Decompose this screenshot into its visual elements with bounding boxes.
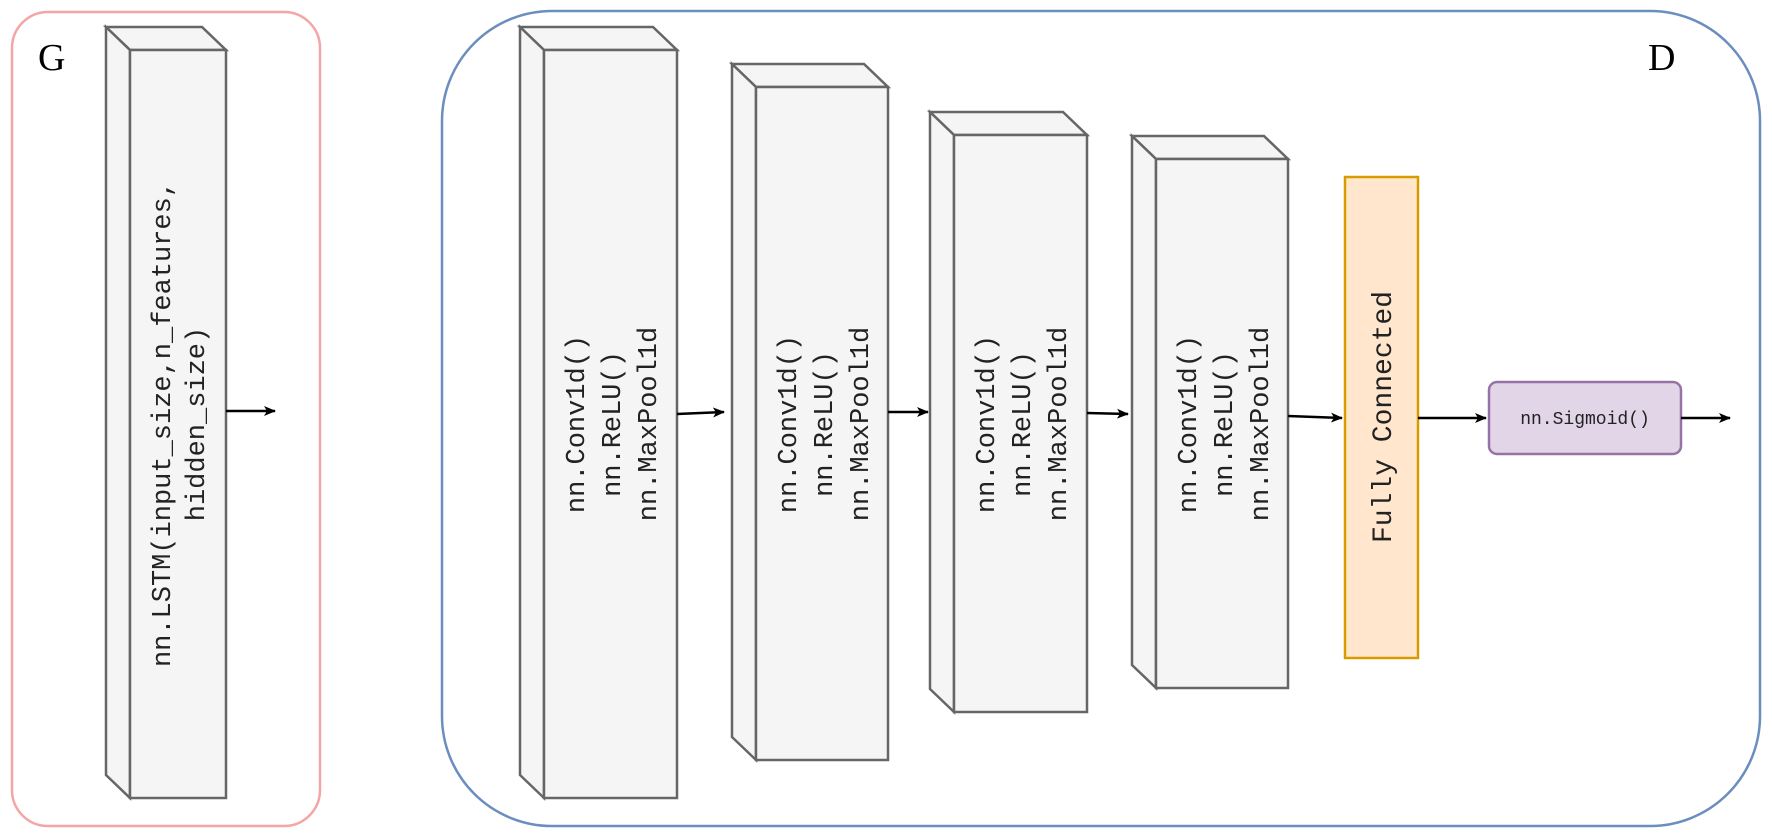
generator-panel: G nn.LSTM(input_size,n_features, hidden_… — [10, 10, 322, 828]
generator-border — [10, 10, 322, 828]
lstm-block: nn.LSTM(input_size,n_features, hidden_si… — [102, 24, 230, 801]
conv-block: nn.Conv1d() nn.ReLU() nn.MaxPool1d — [1128, 133, 1292, 691]
conv-block: nn.Conv1d() nn.ReLU() nn.MaxPool1d — [728, 61, 892, 763]
conv3-to-conv4-arrow — [1086, 408, 1129, 419]
conv-block-front — [542, 48, 679, 800]
conv-block-top — [1128, 134, 1292, 161]
generator-label: G — [38, 37, 65, 79]
conv-text-line-3: nn.MaxPool1d — [847, 327, 877, 521]
conv-block-front — [754, 85, 890, 762]
conv-text-line-2: nn.ReLU() — [1009, 351, 1039, 497]
conv-block: nn.Conv1d() nn.ReLU() nn.MaxPool1d — [516, 24, 681, 801]
conv-text-line-1: nn.Conv1d() — [1175, 335, 1205, 513]
lstm-text-line-2: hidden_size) — [183, 327, 213, 521]
lstm-block-front — [128, 48, 228, 800]
discriminator-label: D — [1648, 37, 1675, 79]
lstm-block-side — [104, 24, 132, 801]
conv-block-side — [518, 24, 546, 801]
conv-text-line-3: nn.MaxPool1d — [1045, 327, 1075, 521]
conv-block-top — [516, 25, 681, 52]
discriminator-border — [440, 9, 1762, 828]
conv-block-side — [730, 61, 758, 763]
conv-block-front — [952, 133, 1089, 714]
conv-text-line-2: nn.ReLU() — [811, 351, 841, 497]
conv4-to-fc-arrow — [1287, 412, 1343, 423]
fully-connected-label: Fully Connected — [1369, 291, 1400, 543]
conv1-to-conv2-arrow — [676, 407, 725, 418]
sigmoid-label: nn.Sigmoid() — [1520, 410, 1650, 430]
conv-block-top — [926, 110, 1091, 137]
conv-block-side — [1130, 133, 1158, 691]
sigmoid-block: nn.Sigmoid() — [1487, 380, 1683, 456]
lstm-text-line-1: nn.LSTM(input_size,n_features, — [149, 181, 179, 667]
conv-text-line-1: nn.Conv1d() — [563, 335, 593, 513]
discriminator-panel: D nn.Conv1d() nn.ReLU() nn.MaxPool1d nn.… — [440, 9, 1762, 828]
conv-text-line-2: nn.ReLU() — [1211, 351, 1241, 497]
fully-connected-block: Fully Connected — [1343, 175, 1420, 660]
conv-text-line-3: nn.MaxPool1d — [635, 327, 665, 521]
conv-block-side — [928, 109, 956, 715]
conv-block-front — [1154, 157, 1290, 690]
conv-text-line-1: nn.Conv1d() — [775, 335, 805, 513]
conv-text-line-3: nn.MaxPool1d — [1247, 327, 1277, 521]
conv-block-top — [728, 62, 892, 89]
conv-text-line-1: nn.Conv1d() — [973, 335, 1003, 513]
conv-text-line-2: nn.ReLU() — [599, 351, 629, 497]
conv-block: nn.Conv1d() nn.ReLU() nn.MaxPool1d — [926, 109, 1091, 715]
